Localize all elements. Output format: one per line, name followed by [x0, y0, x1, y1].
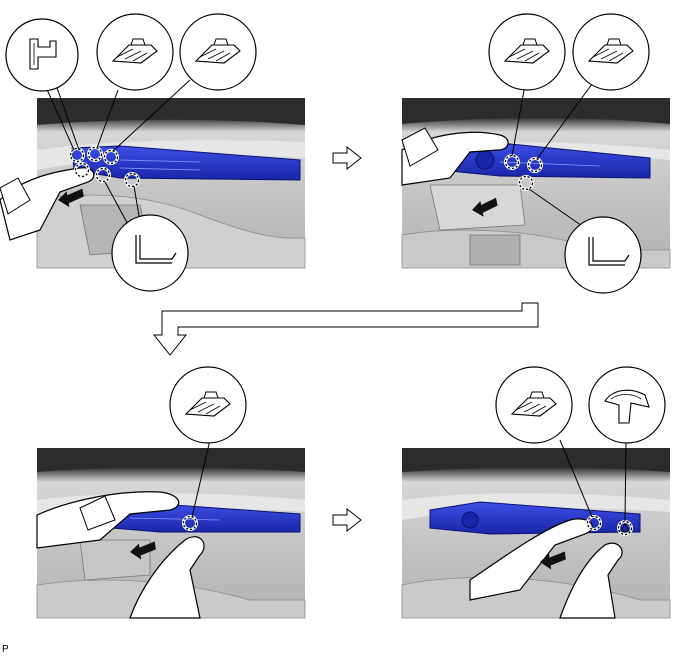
panel-4-hand — [469, 518, 593, 601]
panel-1-inset — [5, 18, 79, 92]
panel-1-inset — [96, 13, 174, 91]
panel-2-inset — [488, 13, 566, 91]
panel-3-hand — [129, 536, 205, 619]
panel-4-inset — [588, 366, 666, 444]
panel-1-hand — [0, 167, 95, 241]
panel-2-inset — [564, 216, 642, 294]
figure-corner-label: P — [2, 644, 9, 655]
panel-3-inset — [169, 366, 247, 444]
step-arrow-right — [332, 146, 362, 170]
panel-2-inset — [572, 13, 650, 91]
panel-4-guide-mark — [617, 520, 633, 536]
panel-1-inset — [111, 214, 189, 292]
panel-1-inset — [179, 13, 257, 91]
panel-step-2 — [401, 13, 671, 294]
panel-step-1 — [0, 13, 306, 292]
panel-step-4 — [401, 366, 671, 619]
panel-step-3 — [36, 366, 306, 619]
step-arrow-return — [152, 302, 539, 356]
panel-4-inset — [495, 366, 573, 444]
step-arrow-right — [332, 508, 362, 532]
panel-4-hand — [559, 542, 623, 619]
